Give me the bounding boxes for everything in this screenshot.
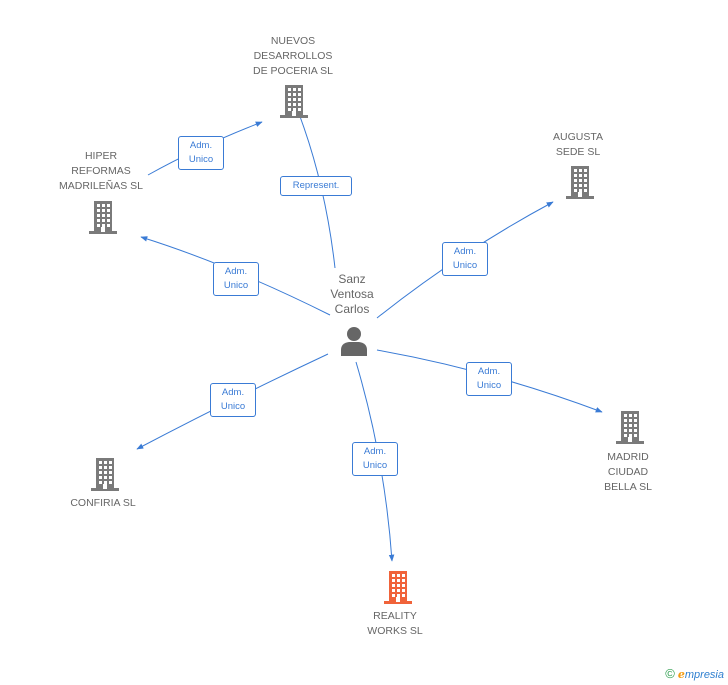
company-label-confiria: CONFIRIA SL	[70, 497, 136, 509]
relation-hiper-nuevos[interactable]: Adm. Unico	[178, 136, 224, 170]
building-icon-madrid[interactable]	[615, 410, 645, 444]
relation-madrid[interactable]: Adm. Unico	[466, 362, 512, 396]
empresia-logo: © empresia	[665, 666, 724, 681]
relation-hiper[interactable]: Adm. Unico	[213, 262, 259, 296]
relation-augusta[interactable]: Adm. Unico	[442, 242, 488, 276]
person-icon[interactable]	[340, 326, 368, 356]
person-name: Sanz Ventosa Carlos	[330, 272, 374, 316]
company-label-hiper: HIPER REFORMAS MADRILEÑAS SL	[58, 150, 144, 192]
company-label-madrid: MADRID CIUDAD BELLA SL	[604, 451, 652, 493]
company-label-nuevos: NUEVOS DESARROLLOS DE POCERIA SL	[253, 35, 333, 77]
brand-text: mpresia	[684, 669, 724, 681]
building-icon-nuevos[interactable]	[279, 84, 309, 118]
company-label-augusta: AUGUSTA SEDE SL	[553, 131, 603, 158]
copyright-icon: ©	[665, 666, 675, 681]
brand-e: e	[677, 668, 685, 681]
relation-reality[interactable]: Adm. Unico	[352, 442, 398, 476]
building-icon-confiria[interactable]	[90, 457, 120, 491]
company-label-reality: REALITY WORKS SL	[367, 610, 423, 637]
building-icon-hiper[interactable]	[88, 200, 118, 234]
relation-represent[interactable]: Represent.	[280, 176, 352, 196]
relation-confiria[interactable]: Adm. Unico	[210, 383, 256, 417]
building-icon-augusta[interactable]	[565, 165, 595, 199]
building-icon-reality[interactable]	[383, 570, 413, 604]
